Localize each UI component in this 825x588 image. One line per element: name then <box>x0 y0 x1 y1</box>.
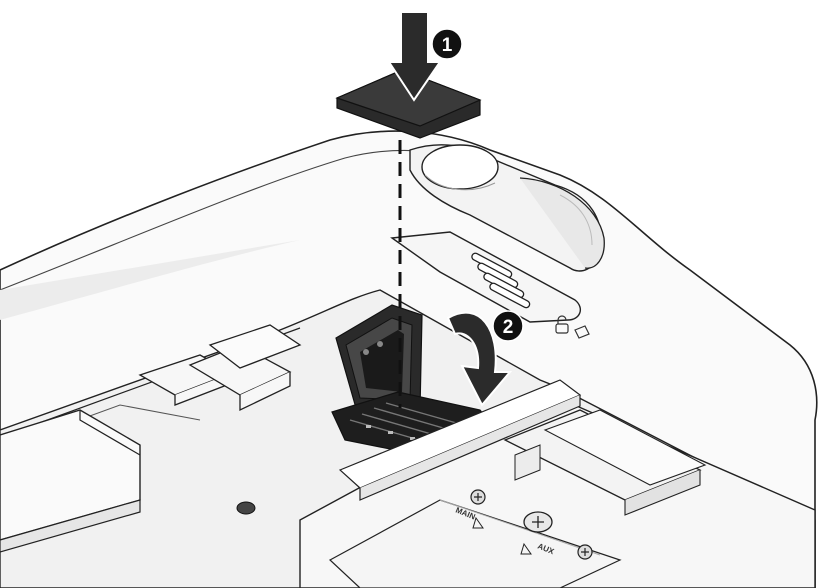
callout-2: 2 <box>492 310 524 342</box>
screw-icon <box>577 544 593 560</box>
triangle-icon <box>472 516 484 529</box>
left-rib-block <box>0 409 141 553</box>
triangle-icon <box>520 542 532 555</box>
callout-number-1: 1 <box>442 35 453 56</box>
callout-1: 1 <box>431 28 463 60</box>
sim-card <box>335 69 482 139</box>
curved-arrow-icon <box>446 311 513 407</box>
screw-icon <box>523 511 553 533</box>
hinge-assembly <box>409 144 605 272</box>
latch-grip-ridges <box>471 252 531 309</box>
battery-latch <box>390 231 590 339</box>
lock-icon <box>555 315 590 339</box>
wlan-module-bay <box>299 379 816 588</box>
arrow-down-icon <box>387 11 442 102</box>
screw-hole <box>236 501 256 515</box>
callout-number-2: 2 <box>503 317 514 338</box>
screw-icon <box>470 489 486 505</box>
mounting-bosses <box>138 324 302 412</box>
